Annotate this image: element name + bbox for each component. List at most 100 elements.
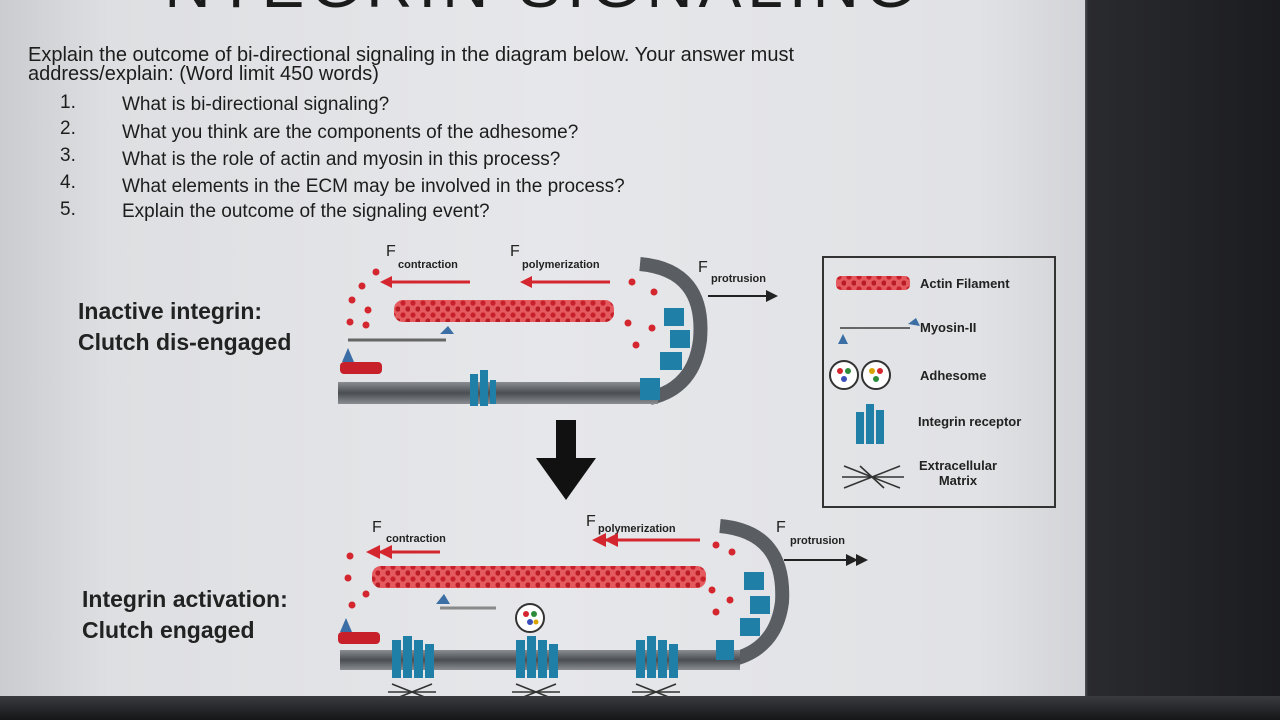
legend-adhesome-label: Adhesome [920, 368, 987, 383]
protrusion-arrowhead [766, 290, 778, 302]
actin-fragment [340, 362, 382, 374]
myosin-head [440, 326, 454, 334]
protrusion-arrowhead [846, 554, 858, 566]
polymerization-label: polymerization [598, 523, 676, 535]
inactive-integrin-label: Inactive integrin: Clutch dis-engaged [78, 296, 291, 358]
integrin-receptor [640, 378, 660, 400]
integrin-receptor [480, 370, 488, 406]
force-symbol: F [386, 243, 396, 260]
polymerization-arrowhead [604, 533, 618, 547]
integrin-receptor [664, 308, 684, 326]
contraction-arrowhead [366, 545, 380, 559]
question-item: What is bi-directional signaling? [122, 94, 390, 115]
myosin-head [342, 348, 354, 362]
contraction-label: contraction [386, 533, 446, 545]
protrusion-label: protrusion [711, 273, 766, 285]
actin-monomer [628, 278, 636, 286]
contraction-arrowhead [380, 276, 392, 288]
inactive-label-line-1: Inactive integrin: [78, 298, 263, 324]
protrusion-label: protrusion [790, 535, 845, 547]
list-number: 1. [60, 92, 76, 113]
force-symbol: F [776, 519, 786, 536]
integrin-cluster [636, 636, 678, 678]
adhesome-protein [527, 619, 533, 625]
adhesome-protein [523, 611, 529, 617]
integrin-receptor [744, 572, 764, 590]
actin-filament [372, 566, 706, 588]
adhesome-protein [531, 611, 537, 617]
actin-monomer [726, 596, 734, 604]
inactive-panel: F contraction F polymerization F protrus… [338, 243, 778, 406]
active-panel: F contraction F polymerization F protrus… [338, 513, 868, 700]
actin-monomer [624, 319, 632, 327]
integrin-receptor [740, 618, 760, 636]
actin-monomer [728, 548, 736, 556]
integrin-receptor [660, 352, 682, 370]
legend-actin-label: Actin Filament [920, 276, 1010, 291]
force-symbol: F [698, 259, 708, 276]
myosin-head [340, 618, 352, 632]
integrin-receptor [490, 380, 496, 404]
integrin-receptor [470, 374, 478, 406]
actin-monomer [712, 541, 720, 549]
force-symbol: F [372, 519, 382, 536]
active-label-line-1: Integrin activation: [82, 586, 288, 612]
list-number: 5. [60, 199, 76, 220]
question-item: What is the role of actin and myosin in … [122, 149, 561, 170]
transition-arrow [536, 420, 596, 500]
legend-integrin-label: Integrin receptor [918, 414, 1022, 429]
myosin-icon [838, 318, 920, 344]
actin-monomer [344, 574, 352, 582]
integrin-receptor [670, 330, 690, 348]
actin-monomer [358, 282, 366, 290]
actin-filament [394, 300, 614, 322]
slide-title: NTEGRIN SIGNALING [0, 0, 1085, 22]
monitor-bezel [0, 696, 1280, 720]
actin-monomer [650, 288, 658, 296]
actin-monomer [348, 296, 356, 304]
question-item: Explain the outcome of the signaling eve… [122, 201, 490, 222]
actin-monomer [348, 601, 356, 609]
force-symbol: F [586, 513, 596, 530]
list-number: 2. [60, 118, 76, 139]
actin-monomer [708, 586, 716, 594]
legend-myosin-label: Myosin-II [920, 320, 977, 335]
legend-ecm-label: Extracellular Matrix [916, 458, 1000, 488]
question-prompt-line-2: address/explain: (Word limit 450 words) [28, 63, 379, 85]
integrin-receptor [716, 640, 734, 660]
question-item: What elements in the ECM may be involved… [122, 176, 625, 197]
ecm-icon [842, 465, 904, 489]
list-number: 3. [60, 145, 76, 166]
contraction-label: contraction [398, 259, 458, 271]
contraction-arrowhead [378, 545, 392, 559]
polymerization-arrowhead [520, 276, 532, 288]
actin-monomer [346, 552, 354, 560]
integrin-receptor-icon [856, 404, 884, 444]
integrin-receptor [750, 596, 770, 614]
adhesome-icon [829, 360, 891, 390]
signaling-diagram: F contraction F polymerization F protrus… [338, 243, 868, 700]
integrin-cluster [516, 636, 558, 678]
legend-ecm-line-1: Extracellular [918, 458, 998, 473]
question-item: What you think are the components of the… [122, 122, 579, 143]
polymerization-arrowhead [592, 533, 606, 547]
adhesome-protein [533, 619, 539, 625]
legend-ecm-line-2: Matrix [938, 473, 978, 488]
diagram-legend: Actin Filament Myosin-II Adhesome Integr… [822, 256, 1056, 508]
plasma-membrane [338, 382, 658, 404]
actin-monomer [362, 590, 370, 598]
actin-monomer [648, 324, 656, 332]
actin-monomer [364, 306, 372, 314]
actin-fragment [338, 632, 380, 644]
force-symbol: F [510, 243, 520, 260]
actin-filament-icon [836, 276, 910, 290]
slide-page: NTEGRIN SIGNALING Explain the outcome of… [0, 0, 1085, 700]
integrin-cluster [392, 636, 434, 678]
list-number: 4. [60, 172, 76, 193]
protrusion-arrowhead [856, 554, 868, 566]
actin-monomer [362, 321, 370, 329]
membrane-edge [719, 519, 790, 667]
question-prompt-line-1: Explain the outcome of bi-directional si… [28, 44, 794, 66]
adhesome-complex [515, 603, 545, 633]
